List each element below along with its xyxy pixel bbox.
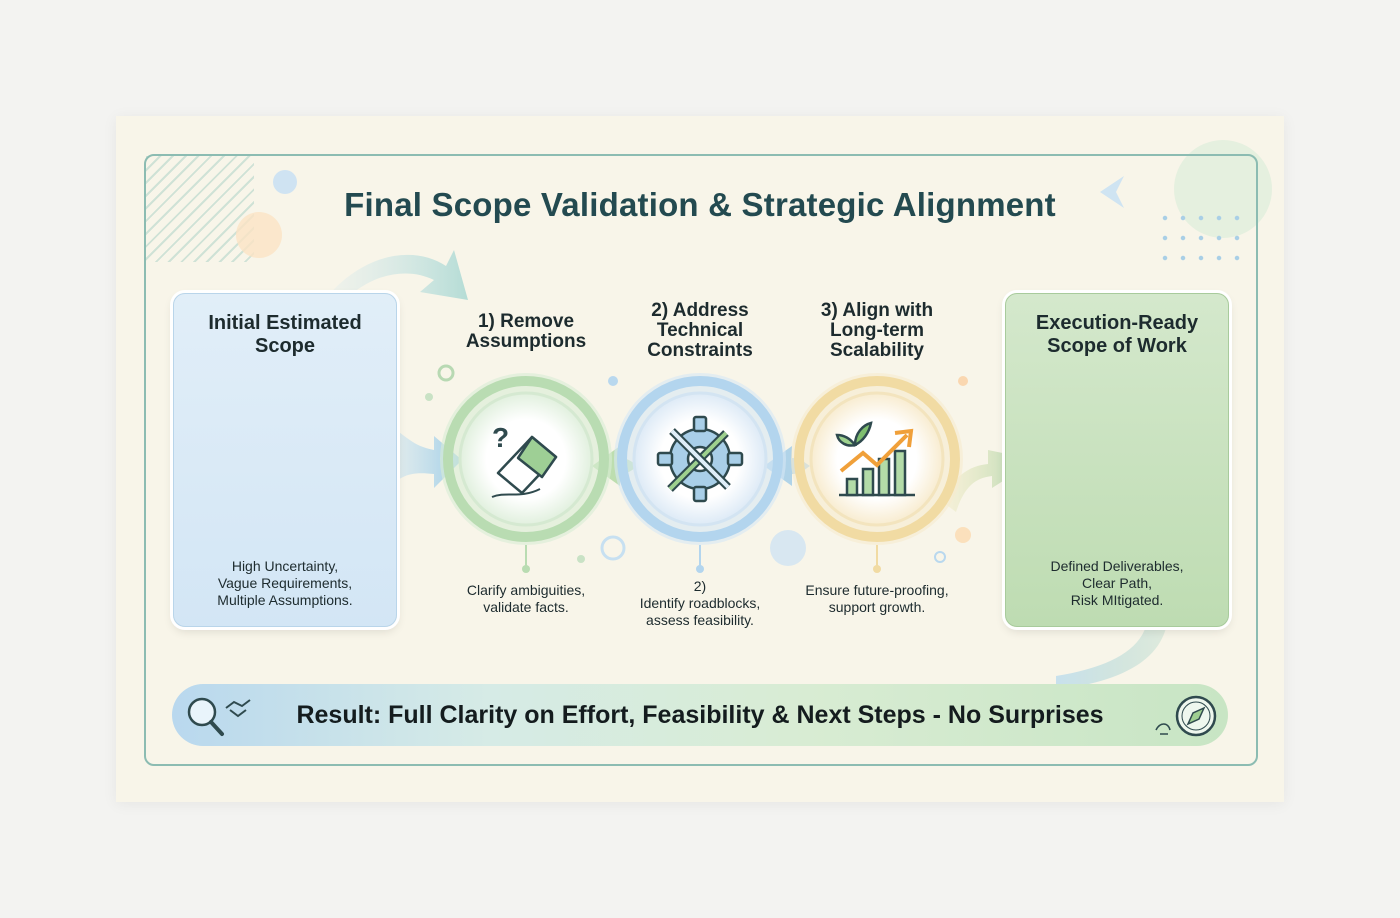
step-1-title: 1) Remove Assumptions: [465, 311, 587, 352]
magnifier-handshake-icon: [187, 697, 251, 736]
page-title: Final Scope Validation & Strategic Align…: [344, 186, 1056, 223]
content-frame: [144, 154, 1258, 766]
decorative-circle: [273, 170, 297, 194]
execution-ready-title: Execution-Ready Scope of Work: [1035, 312, 1199, 357]
initial-scope-title: Initial Estimated Scope: [208, 312, 362, 357]
execution-ready-description: Defined Deliverables, Clear Path, Risk M…: [1050, 558, 1184, 608]
svg-text:?: ?: [492, 422, 509, 453]
result-text: Result: Full Clarity on Effort, Feasibil…: [296, 701, 1104, 729]
bottom-curve-arrow: [1056, 626, 1166, 690]
step-2-description: 2) Identify roadblocks, assess feasibili…: [639, 578, 761, 628]
result-banner: Result: Full Clarity on Effort, Feasibil…: [172, 684, 1228, 746]
flow-arrow-3: [764, 446, 810, 486]
step-circle-3: [791, 373, 963, 573]
decorative-dot-grid: [1156, 208, 1246, 274]
top-curve-arrow: [326, 250, 468, 308]
decorative-hatch: [146, 156, 254, 262]
tools-gear-icon: [656, 415, 744, 503]
initial-scope-card: Initial Estimated Scope High Uncertainty…: [173, 293, 397, 627]
decorative-circle: [236, 212, 282, 258]
step-1-description: Clarify ambiguities, validate facts.: [466, 582, 586, 615]
step-2-title: 2) Address Technical Constraints: [647, 300, 753, 361]
step-3-description: Ensure future-proofing, support growth.: [805, 582, 949, 615]
eraser-icon: ?: [491, 422, 558, 498]
execution-ready-card: Execution-Ready Scope of Work Defined De…: [1005, 293, 1229, 627]
growth-chart-icon: [835, 421, 915, 497]
step-3-title: 3) Align with Long-term Scalability: [820, 300, 934, 361]
initial-scope-description: High Uncertainty, Vague Requirements, Mu…: [217, 558, 353, 608]
infographic-card: Final Scope Validation & Strategic Align…: [116, 116, 1284, 802]
flow-arrow-1: [378, 416, 462, 500]
compass-icon: [1155, 695, 1217, 737]
